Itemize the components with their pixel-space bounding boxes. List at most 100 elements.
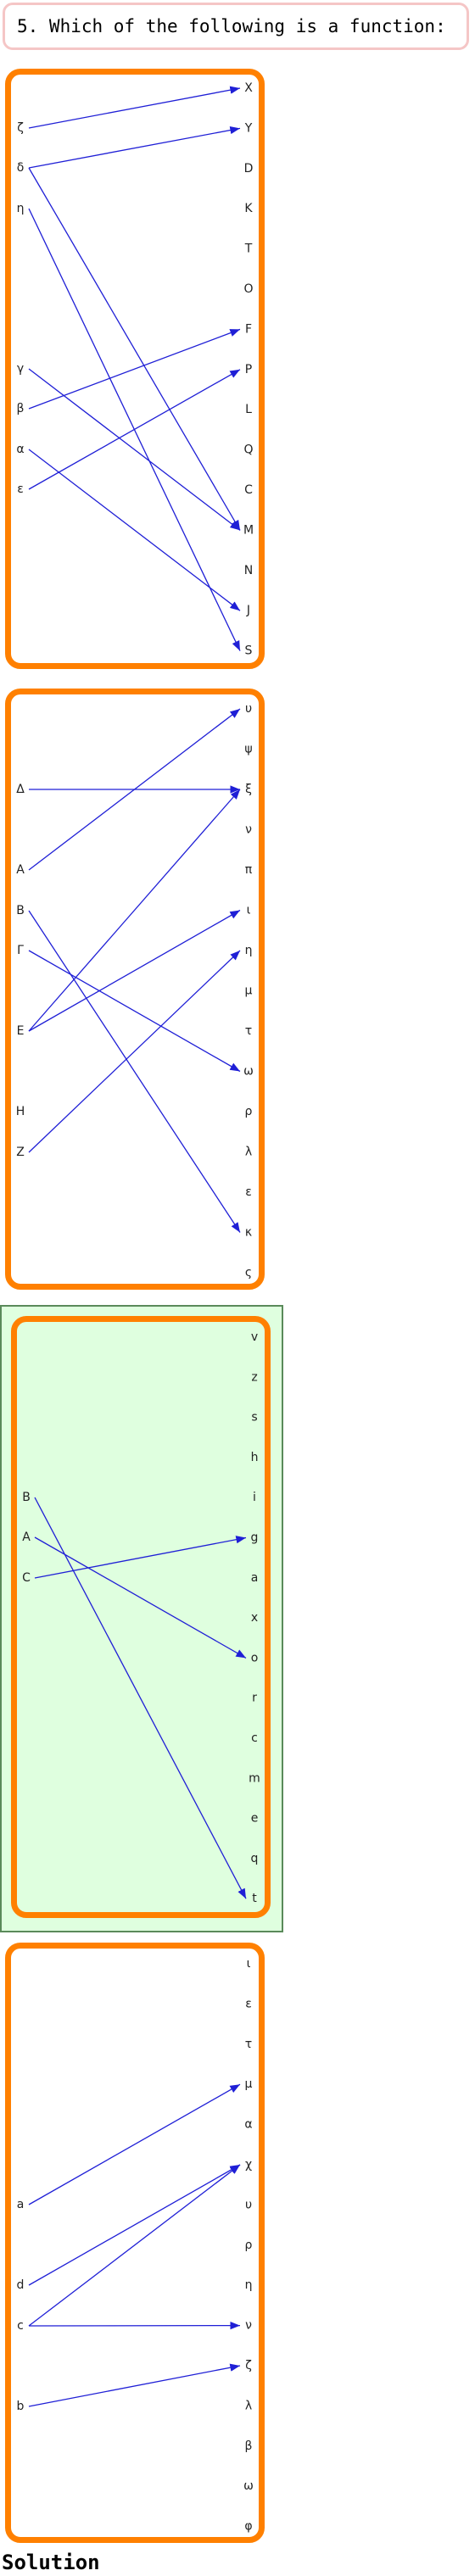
codomain-label: K xyxy=(244,202,253,215)
codomain-label: ι xyxy=(247,904,251,917)
domain-label: δ xyxy=(17,161,25,175)
codomain-label: μ xyxy=(245,984,253,998)
mapping-arrow xyxy=(28,909,241,1032)
mapping-arrow xyxy=(34,1536,247,1659)
domain-label: B xyxy=(16,904,25,917)
codomain-label: α xyxy=(244,2118,252,2132)
codomain-label: O xyxy=(243,282,253,296)
codomain-label: P xyxy=(245,363,252,376)
domain-label: c xyxy=(17,2319,24,2333)
codomain-label: ξ xyxy=(245,783,252,796)
codomain-label: ζ xyxy=(245,2359,252,2372)
mapping-arrow xyxy=(34,1536,247,1579)
codomain-label: ς xyxy=(245,1266,252,1280)
codomain-label: λ xyxy=(245,1146,252,1159)
codomain-label: q xyxy=(251,1852,259,1865)
mapping-panel-2[interactable] xyxy=(5,689,265,1290)
mapping-arrow xyxy=(28,708,241,871)
domain-label: B xyxy=(22,1491,31,1504)
mapping-arrow xyxy=(28,368,241,531)
codomain-label: ν xyxy=(245,2319,252,2333)
mapping-arrow xyxy=(28,86,241,129)
domain-label: a xyxy=(17,2198,25,2211)
codomain-label: ε xyxy=(245,1997,252,2010)
mapping-arrow xyxy=(28,328,241,410)
mapping-arrow xyxy=(28,167,241,531)
codomain-label: ψ xyxy=(244,743,252,756)
codomain-label: η xyxy=(245,2278,253,2292)
codomain-label: e xyxy=(251,1812,259,1826)
codomain-label: h xyxy=(251,1451,259,1464)
codomain-label: η xyxy=(245,944,253,957)
domain-label: Δ xyxy=(16,783,25,796)
mapping-arrow xyxy=(28,950,241,1073)
codomain-label: φ xyxy=(244,2520,252,2534)
codomain-label: μ xyxy=(245,2077,253,2091)
mapping-arrow xyxy=(28,125,241,169)
mapping-panel-3[interactable] xyxy=(11,1316,271,1918)
codomain-label: o xyxy=(251,1651,259,1664)
mapping-panel-1[interactable] xyxy=(5,69,265,669)
codomain-label: F xyxy=(245,322,252,336)
codomain-label: D xyxy=(244,162,254,176)
domain-label: η xyxy=(17,202,25,215)
domain-label: Z xyxy=(16,1146,25,1159)
codomain-label: λ xyxy=(245,2399,252,2412)
codomain-label: ι xyxy=(247,1957,251,1971)
codomain-label: x xyxy=(251,1611,258,1625)
codomain-label: s xyxy=(251,1411,257,1425)
mapping-panel-4[interactable] xyxy=(5,1943,265,2543)
mapping-arrow xyxy=(28,789,241,1032)
mapping-arrow xyxy=(28,2083,241,2205)
codomain-label: Y xyxy=(244,121,253,135)
domain-label: Γ xyxy=(17,944,24,957)
domain-label: γ xyxy=(17,362,24,376)
codomain-label: ω xyxy=(243,1065,254,1079)
correct-answer-highlight xyxy=(0,1305,283,1932)
codomain-label: ρ xyxy=(245,1105,253,1118)
codomain-label: τ xyxy=(245,1024,252,1038)
question-prompt: 5. Which of the following is a function: xyxy=(3,3,469,50)
codomain-label: i xyxy=(253,1491,256,1504)
codomain-label: π xyxy=(245,863,253,877)
codomain-label: t xyxy=(252,1892,257,1905)
codomain-label: τ xyxy=(245,2038,252,2051)
mapping-arrow xyxy=(28,910,241,1233)
mapping-arrow xyxy=(28,2363,241,2407)
domain-label: ε xyxy=(17,482,24,496)
domain-label: ζ xyxy=(17,121,24,135)
mapping-arrow xyxy=(28,2164,241,2327)
codomain-label: ε xyxy=(245,1185,252,1199)
domain-label: H xyxy=(16,1105,25,1118)
codomain-label: ω xyxy=(243,2479,254,2493)
domain-label: A xyxy=(16,863,25,877)
codomain-label: z xyxy=(251,1370,257,1384)
codomain-label: c xyxy=(251,1731,258,1745)
mapping-arrow xyxy=(28,369,241,490)
codomain-label: a xyxy=(251,1571,259,1585)
codomain-label: m xyxy=(249,1771,260,1785)
codomain-label: S xyxy=(245,644,253,658)
codomain-label: J xyxy=(246,604,250,617)
codomain-label: ν xyxy=(245,823,252,837)
domain-label: d xyxy=(17,2278,25,2292)
codomain-label: L xyxy=(245,403,252,416)
codomain-label: C xyxy=(244,483,253,497)
mapping-arrow xyxy=(28,950,241,1153)
domain-label: E xyxy=(17,1024,25,1038)
mapping-arrow xyxy=(34,1497,247,1899)
codomain-label: υ xyxy=(245,2198,252,2211)
mapping-arrow xyxy=(28,2164,241,2286)
domain-label: b xyxy=(17,2400,25,2413)
codomain-label: υ xyxy=(245,702,252,716)
codomain-label: M xyxy=(243,523,254,537)
domain-label: β xyxy=(17,402,25,415)
codomain-label: χ xyxy=(245,2158,252,2172)
codomain-label: v xyxy=(251,1330,258,1344)
codomain-label: r xyxy=(252,1692,257,1705)
